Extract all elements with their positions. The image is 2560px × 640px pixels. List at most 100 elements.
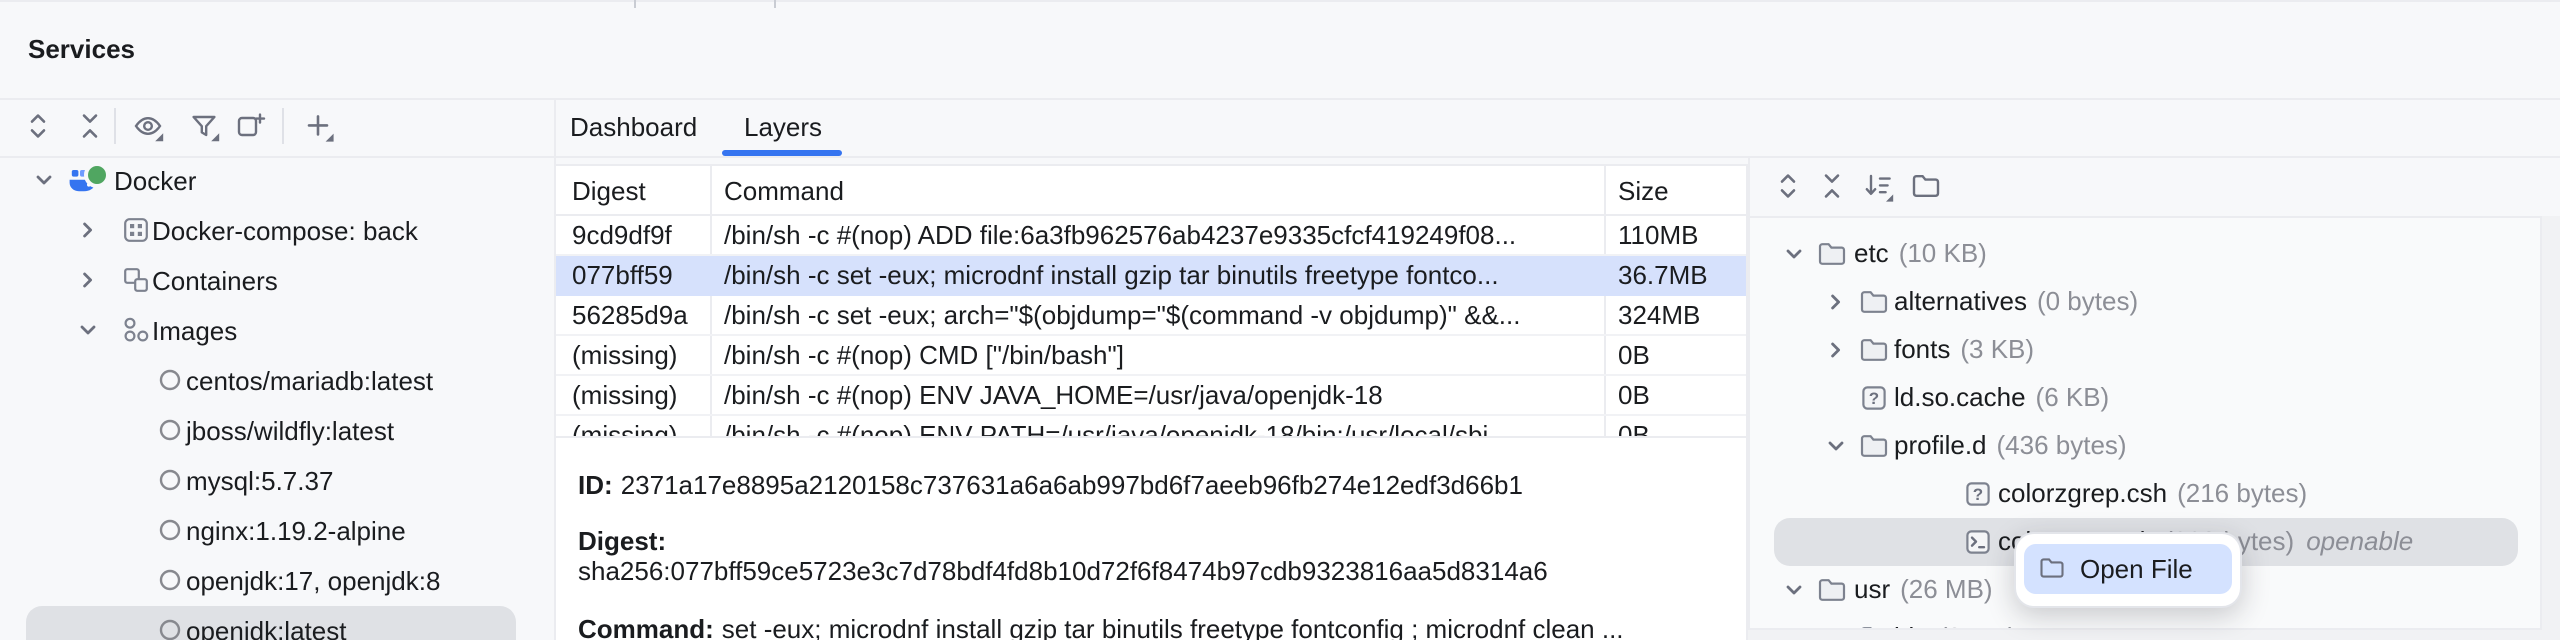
tree-selection-highlight <box>26 606 516 640</box>
cell-size: 324MB <box>1618 300 1701 330</box>
cell-digest: (missing) <box>572 380 678 410</box>
chevron-down-icon[interactable] <box>1782 242 1806 266</box>
file-tree-item-ld-so-cache[interactable]: ld.so.cache(6 KB) <box>1750 374 2540 422</box>
file-tree-item-colorzgrep-csh[interactable]: colorzgrep.csh(216 bytes) <box>1750 470 2540 518</box>
collapse-all-button[interactable] <box>1816 170 1848 202</box>
table-row[interactable]: 56285d9a /bin/sh -c set -eux; arch="$(ob… <box>556 296 1746 336</box>
tree-item-label: Docker <box>114 166 197 196</box>
content-separator <box>0 156 2560 158</box>
table-row[interactable]: (missing) /bin/sh -c #(nop) ENV PATH=/us… <box>556 416 1746 436</box>
chevron-down-icon[interactable] <box>1782 578 1806 602</box>
column-divider <box>1604 166 1606 436</box>
column-header-command[interactable]: Command <box>724 176 844 206</box>
images-icon <box>120 314 152 346</box>
digest-label: Digest: <box>578 526 667 556</box>
chevron-down-icon[interactable] <box>32 168 56 192</box>
chevron-right-icon[interactable] <box>1824 626 1848 628</box>
file-tree-item-etc[interactable]: etc(10 KB) <box>1750 230 2540 278</box>
table-row[interactable]: 9cd9df9f /bin/sh -c #(nop) ADD file:6a3f… <box>556 216 1746 256</box>
tree-item-label: Docker-compose: back <box>152 216 418 246</box>
tree-item-label: centos/mariadb:latest <box>186 366 434 396</box>
chevron-right-icon[interactable] <box>76 268 100 292</box>
file-name: bin <box>1894 622 1929 628</box>
tree-item-containers[interactable]: Containers <box>0 256 554 306</box>
file-tree-item-bin[interactable]: bin (9 MB) <box>1750 614 2540 628</box>
tree-item-label: Containers <box>152 266 278 296</box>
file-size: (26 MB) <box>1900 574 1993 604</box>
add-service-button[interactable] <box>302 110 335 143</box>
active-tab-underline <box>722 150 842 156</box>
folder-icon <box>1858 622 1890 628</box>
cell-size: 0B <box>1618 420 1650 436</box>
open-in-new-tab-button[interactable] <box>234 110 266 142</box>
expand-all-button[interactable] <box>22 110 54 142</box>
tree-item-image-selected[interactable]: openjdk:latest <box>0 606 554 640</box>
file-name: ld.so.cache <box>1894 382 2026 412</box>
image-node-icon <box>158 418 182 442</box>
sort-button[interactable] <box>1862 170 1895 203</box>
tree-item-docker[interactable]: Docker <box>0 156 554 206</box>
tree-item-image[interactable]: jboss/wildfly:latest <box>0 406 554 456</box>
layer-details-panel: ID:2371a17e8895a2120158c737631a6a6ab997b… <box>556 436 1746 640</box>
menu-item-label: Open File <box>2080 554 2193 584</box>
cell-command: /bin/sh -c set -eux; arch="$(objdump="$(… <box>724 300 1521 330</box>
cell-size: 36.7MB <box>1618 260 1708 290</box>
file-tree-item-usr[interactable]: usr (26 MB) <box>1750 566 2540 614</box>
file-size: (0 bytes) <box>2036 286 2139 316</box>
file-tree-item-alternatives[interactable]: alternatives(0 bytes) <box>1750 278 2540 326</box>
tree-item-docker-compose[interactable]: Docker-compose: back <box>0 206 554 256</box>
expand-all-button[interactable] <box>1772 170 1804 202</box>
command-value: set -eux; microdnf install gzip tar binu… <box>721 614 1624 640</box>
table-row[interactable]: (missing) /bin/sh -c #(nop) CMD ["/bin/b… <box>556 336 1746 376</box>
file-tree-item-fonts[interactable]: fonts(3 KB) <box>1750 326 2540 374</box>
chevron-right-icon[interactable] <box>1824 290 1848 314</box>
top-border <box>0 0 2560 2</box>
image-node-icon <box>158 618 182 640</box>
filter-button[interactable] <box>188 110 221 143</box>
cell-digest: (missing) <box>572 420 678 436</box>
openable-badge: openable <box>2306 526 2414 556</box>
cell-digest: 077bff59 <box>572 260 673 290</box>
file-name: fonts <box>1894 334 1951 364</box>
layer-digest-value: sha256:077bff59ce5723e3c7d78bdf4fd8b10d7… <box>578 556 1548 588</box>
tree-item-image[interactable]: openjdk:17, openjdk:8 <box>0 556 554 606</box>
file-size: (9 MB) <box>1939 622 2017 628</box>
tree-item-image[interactable]: mysql:5.7.37 <box>0 456 554 506</box>
collapse-all-button[interactable] <box>74 110 106 142</box>
chevron-right-icon[interactable] <box>76 218 100 242</box>
file-name: profile.d <box>1894 430 1987 460</box>
tree-item-image[interactable]: centos/mariadb:latest <box>0 356 554 406</box>
chevron-down-icon[interactable] <box>1824 434 1848 458</box>
tab-layers[interactable]: Layers <box>744 112 823 142</box>
file-tree-item-profile-d[interactable]: profile.d(436 bytes) <box>1750 422 2540 470</box>
panel-gutter <box>2542 216 2560 640</box>
column-header-digest[interactable]: Digest <box>572 176 646 206</box>
chevron-right-icon[interactable] <box>1824 338 1848 362</box>
page-title: Services <box>28 34 135 64</box>
cell-command: /bin/sh -c #(nop) CMD ["/bin/bash"] <box>724 340 1124 370</box>
image-node-icon <box>158 518 182 542</box>
id-label: ID: <box>578 470 613 500</box>
tree-item-images[interactable]: Images <box>0 306 554 356</box>
table-row-selected[interactable]: 077bff59 /bin/sh -c set -eux; microdnf i… <box>556 256 1746 296</box>
table-rows: 9cd9df9f /bin/sh -c #(nop) ADD file:6a3f… <box>556 216 1746 436</box>
folder-view-button[interactable] <box>1910 170 1942 202</box>
menu-item-open-file[interactable]: Open File <box>2024 544 2232 594</box>
toolbar-separator <box>114 108 116 144</box>
tree-item-image[interactable]: nginx:1.19.2-alpine <box>0 506 554 556</box>
folder-icon <box>2038 554 2066 582</box>
tree-item-label: openjdk:latest <box>186 616 347 640</box>
chevron-down-icon[interactable] <box>76 318 100 342</box>
column-header-size[interactable]: Size <box>1618 176 1669 206</box>
file-size: (10 KB) <box>1898 238 1987 268</box>
containers-icon <box>120 264 152 296</box>
tree-item-label: openjdk:17, openjdk:8 <box>186 566 441 596</box>
tab-dashboard[interactable]: Dashboard <box>570 112 698 142</box>
table-row[interactable]: (missing) /bin/sh -c #(nop) ENV JAVA_HOM… <box>556 376 1746 416</box>
view-options-button[interactable] <box>132 110 165 143</box>
toolbar-separator <box>282 108 284 144</box>
file-name: usr <box>1854 574 1891 604</box>
cell-size: 0B <box>1618 380 1650 410</box>
layer-command-line: Command:set -eux; microdnf install gzip … <box>578 614 1624 640</box>
window-edge-tick <box>774 0 776 8</box>
